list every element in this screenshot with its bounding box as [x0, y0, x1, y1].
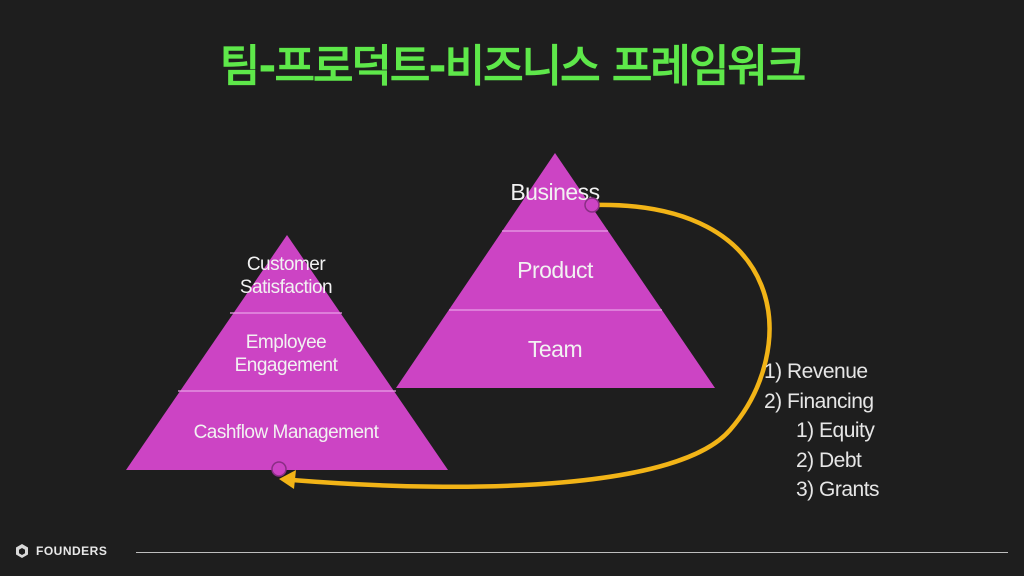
list-item-debt: 2) Debt: [796, 448, 862, 472]
left-level-2-line-1: Employee: [246, 332, 327, 353]
list-item-grants: 3) Grants: [796, 478, 880, 501]
right-pyramid-shape: [396, 153, 715, 388]
right-pyramid: Business Product Team: [396, 153, 715, 388]
list-item-financing: 2) Financing: [764, 389, 874, 413]
left-pyramid-shape: [126, 235, 448, 470]
hexagon-cube-icon: [16, 544, 28, 558]
list-item-equity: 1) Equity: [796, 419, 875, 442]
funding-list: 1) Revenue 2) Financing 1) Equity 2) Deb…: [764, 357, 880, 505]
flow-arrow-curve: [289, 202, 772, 490]
left-level-1-line-1: Customer: [247, 254, 327, 275]
left-level-3-line-1: Cashflow Management: [194, 422, 380, 443]
list-item-revenue: 1) Revenue: [764, 360, 868, 383]
footer-logo: FOUNDERS: [14, 543, 107, 559]
footer-brand: FOUNDERS: [36, 544, 108, 558]
right-level-business: Business: [510, 179, 599, 205]
right-level-team: Team: [528, 336, 582, 362]
flow-arrow: [271, 197, 772, 490]
flow-start-dot: [584, 197, 600, 213]
page-title: 팀-프로덕트-비즈니스 프레임워크: [219, 41, 807, 92]
left-level-1-line-2: Satisfaction: [240, 277, 332, 298]
footer-divider: [136, 552, 1008, 553]
left-level-2-line-2: Engagement: [235, 355, 339, 376]
left-pyramid: Customer Satisfaction Employee Engagemen…: [126, 235, 448, 470]
flow-arrow-head: [279, 470, 296, 489]
right-level-product: Product: [517, 257, 594, 283]
flow-end-dot: [271, 461, 287, 477]
